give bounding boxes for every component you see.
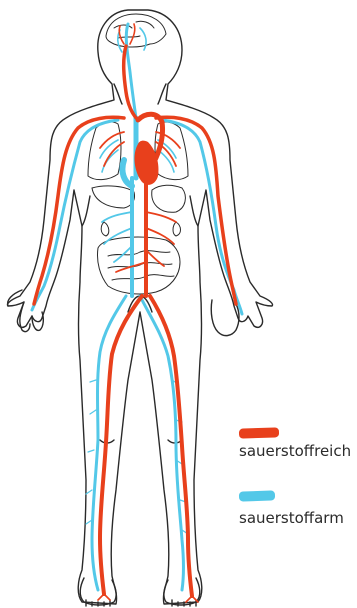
right-hand-outline — [211, 300, 239, 336]
venous-vessels — [32, 24, 242, 590]
liver — [92, 186, 135, 208]
stomach — [152, 185, 186, 212]
legend-label-oxygen-poor: sauerstoffarm — [239, 509, 344, 527]
legend-label-oxygen-rich: sauerstoffreich — [239, 442, 351, 460]
body-outline — [8, 10, 273, 606]
head-outline — [8, 10, 273, 604]
legend-swatch-oxygen-poor — [239, 490, 275, 501]
brain — [106, 14, 166, 47]
legend-swatch-oxygen-rich — [239, 427, 279, 438]
